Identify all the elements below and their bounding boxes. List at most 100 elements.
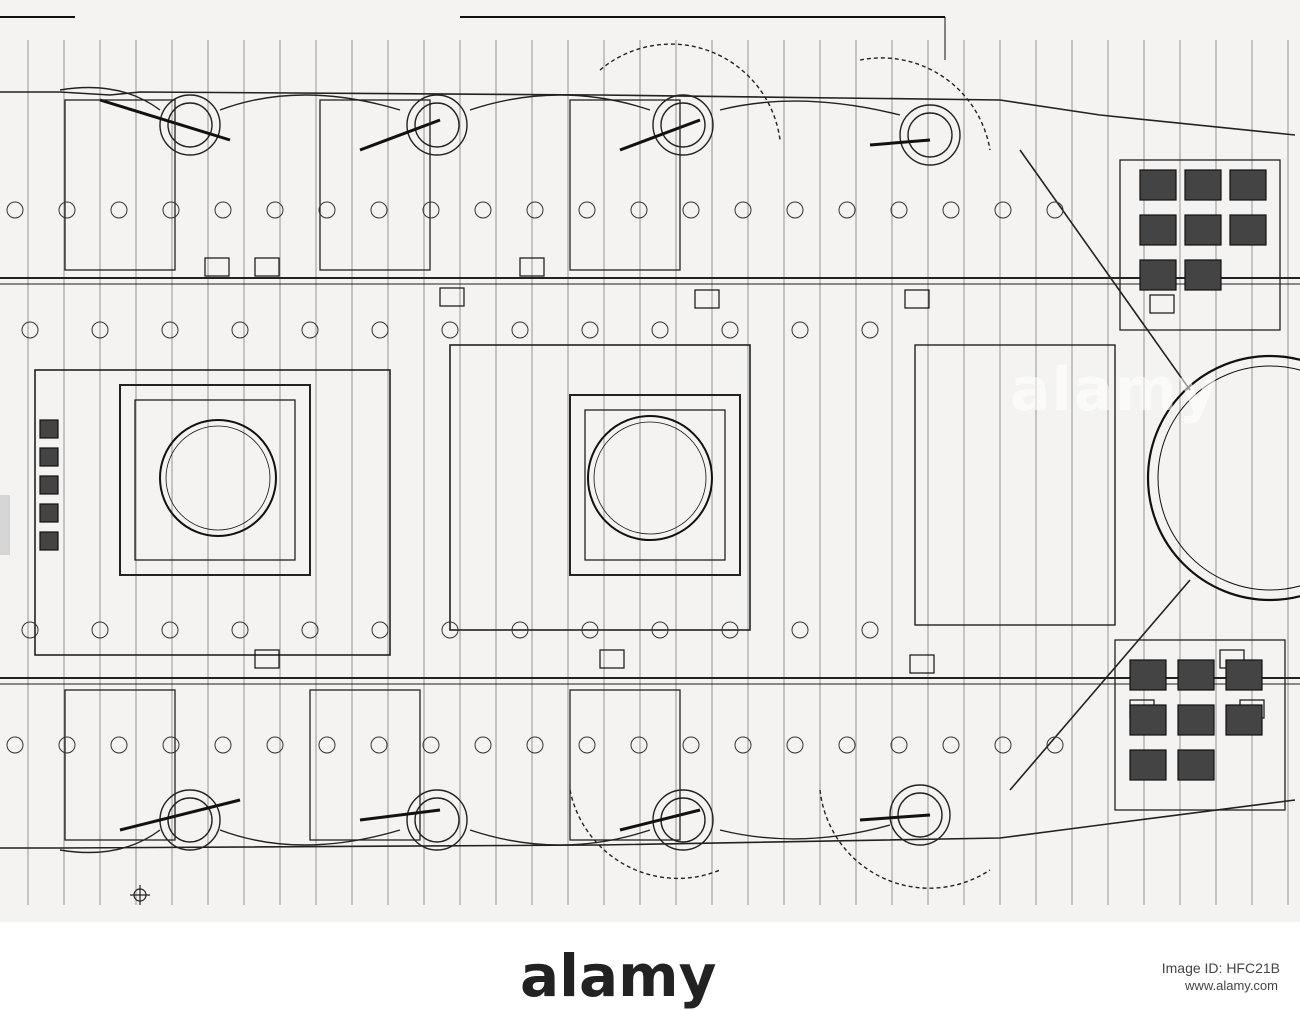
hatch	[599, 649, 625, 669]
ventilator-fitting	[526, 736, 544, 754]
cabin-fixture	[1225, 659, 1263, 691]
ventilator-fitting	[682, 736, 700, 754]
hatch	[254, 649, 280, 669]
ventilator-fitting	[890, 201, 908, 219]
ventilator-fitting	[214, 201, 232, 219]
locker-fixture	[39, 475, 59, 495]
ventilator-fitting	[161, 621, 179, 639]
room-outlines	[34, 99, 1286, 841]
ventilator-fitting	[371, 621, 389, 639]
cabin-fixture	[1139, 214, 1177, 246]
funnel-stacks	[159, 354, 1300, 602]
ventilator-fitting	[58, 201, 76, 219]
deck-plan-drawing: alamy	[0, 0, 1300, 922]
ventilator-fitting	[791, 321, 809, 339]
ventilator-fitting	[511, 621, 529, 639]
gun-barrels	[99, 98, 931, 832]
cabin-fixture	[1229, 214, 1267, 246]
ventilator-fitting	[474, 736, 492, 754]
ventilator-fitting	[578, 201, 596, 219]
ventilator-fitting	[318, 736, 336, 754]
ventilator-fitting	[422, 736, 440, 754]
ventilator-fitting	[721, 621, 739, 639]
cabin-fixture	[1229, 169, 1267, 201]
ventilator-fitting	[682, 201, 700, 219]
frame-grid-lines	[27, 40, 1289, 905]
cabin-fixture	[1177, 659, 1215, 691]
stock-footer	[0, 922, 1300, 1010]
ventilator-fitting	[942, 736, 960, 754]
ventilator-fitting	[6, 736, 24, 754]
left-grey-strip	[0, 495, 10, 555]
locker-fixture	[39, 419, 59, 439]
ventilator-fitting	[838, 201, 856, 219]
hatch	[439, 287, 465, 307]
ventilator-fitting	[861, 621, 879, 639]
cabin-fixture	[1184, 259, 1222, 291]
ventilator-fitting	[91, 621, 109, 639]
deck-fittings	[6, 201, 1064, 754]
stock-site-url: www.alamy.com	[1185, 978, 1278, 993]
stock-logo: alamy	[520, 942, 717, 1010]
ventilator-fitting	[58, 736, 76, 754]
ventilator-fitting	[942, 201, 960, 219]
ventilator-fitting	[861, 321, 879, 339]
cabin-fixture	[1129, 704, 1167, 736]
ventilator-fitting	[21, 621, 39, 639]
stock-image-id: Image ID: HFC21B	[1161, 960, 1280, 976]
ventilator-fitting	[734, 201, 752, 219]
ventilator-fitting	[162, 736, 180, 754]
cabin-fixture	[1177, 704, 1215, 736]
cabin-fixture	[1129, 659, 1167, 691]
ventilator-fitting	[422, 201, 440, 219]
ventilator-fitting	[266, 736, 284, 754]
ventilator-fitting	[651, 321, 669, 339]
ventilator-fitting	[511, 321, 529, 339]
cabin-fixture	[1139, 169, 1177, 201]
ventilator-fitting	[21, 321, 39, 339]
hatch	[904, 289, 930, 309]
ventilator-fitting	[474, 201, 492, 219]
ventilator-fitting	[214, 736, 232, 754]
cabin-fixture	[1139, 259, 1177, 291]
ventilator-fitting	[441, 621, 459, 639]
hatch	[694, 289, 720, 309]
ventilator-fitting	[6, 201, 24, 219]
hatch	[204, 257, 230, 277]
ventilator-fitting	[994, 736, 1012, 754]
centerline-symbol	[130, 885, 150, 905]
ventilator-fitting	[1046, 201, 1064, 219]
locker-fixture	[39, 503, 59, 523]
ventilator-fitting	[231, 621, 249, 639]
locker-fixture	[39, 531, 59, 551]
ventilator-fitting	[581, 621, 599, 639]
ventilator-fitting	[110, 201, 128, 219]
cabin-fixture	[1177, 749, 1215, 781]
ventilator-fitting	[370, 201, 388, 219]
ventilator-fitting	[651, 621, 669, 639]
ventilator-fitting	[231, 321, 249, 339]
cabin-fixture	[1184, 169, 1222, 201]
ventilator-fitting	[994, 201, 1012, 219]
casemate-gun-positions	[59, 43, 991, 889]
ventilator-fitting	[630, 201, 648, 219]
ventilator-fitting	[371, 321, 389, 339]
ventilator-fitting	[630, 736, 648, 754]
ventilator-fitting	[786, 201, 804, 219]
ventilator-fitting	[110, 736, 128, 754]
ventilator-fitting	[266, 201, 284, 219]
ventilator-fitting	[318, 201, 336, 219]
ventilator-fitting	[791, 621, 809, 639]
hatch	[519, 257, 545, 277]
ventilator-fitting	[578, 736, 596, 754]
ventilator-fitting	[441, 321, 459, 339]
hatch	[254, 257, 280, 277]
ventilator-fitting	[734, 736, 752, 754]
ventilator-fitting	[786, 736, 804, 754]
hatch	[1149, 294, 1175, 314]
ventilator-fitting	[1046, 736, 1064, 754]
hull-outline	[0, 91, 1300, 849]
cabin-fixture	[1184, 214, 1222, 246]
ventilator-fitting	[301, 321, 319, 339]
cabin-fixture	[1129, 749, 1167, 781]
